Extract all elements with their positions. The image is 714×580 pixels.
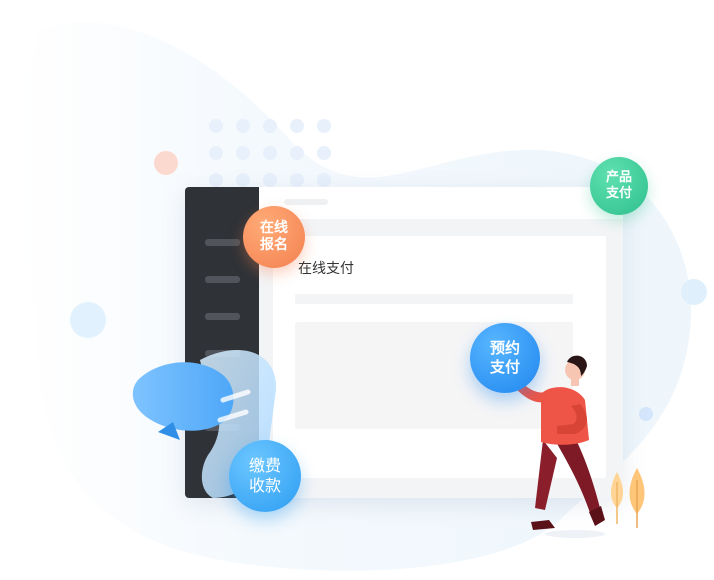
sidebar-item-placeholder <box>205 239 240 246</box>
plant-illustration <box>611 468 645 528</box>
sidebar-item-placeholder <box>205 313 240 320</box>
bubble-text: 支付 <box>605 186 632 201</box>
fee-collection-bubble: 缴费 收款 <box>229 440 301 512</box>
bubble-text: 产品 <box>605 169 632 185</box>
person-illustration <box>511 355 605 538</box>
product-pay-bubble: 产品 支付 <box>590 157 648 215</box>
content-placeholder-line <box>295 294 573 304</box>
bubble-text: 报名 <box>260 237 288 253</box>
content-title: 在线支付 <box>298 261 354 277</box>
bubble-text: 预约 <box>489 339 520 358</box>
online-signup-bubble: 在线 报名 <box>243 206 305 268</box>
decor-circle-peach <box>154 151 178 175</box>
dot-grid <box>209 119 331 187</box>
bubble-text: 支付 <box>489 358 520 376</box>
sidebar-item-placeholder <box>205 276 240 283</box>
topbar-placeholder <box>284 199 328 205</box>
bubble-text: 在线 <box>260 219 288 236</box>
bubble-text: 收款 <box>248 476 281 495</box>
app-topbar <box>259 187 623 220</box>
bubble-text: 缴费 <box>248 456 281 475</box>
decor-circle-blue-small <box>639 407 653 421</box>
reserve-pay-bubble: 预约 支付 <box>470 323 540 393</box>
decor-circle-blue-right <box>681 279 707 305</box>
decor-circle-blue-left <box>70 302 106 338</box>
